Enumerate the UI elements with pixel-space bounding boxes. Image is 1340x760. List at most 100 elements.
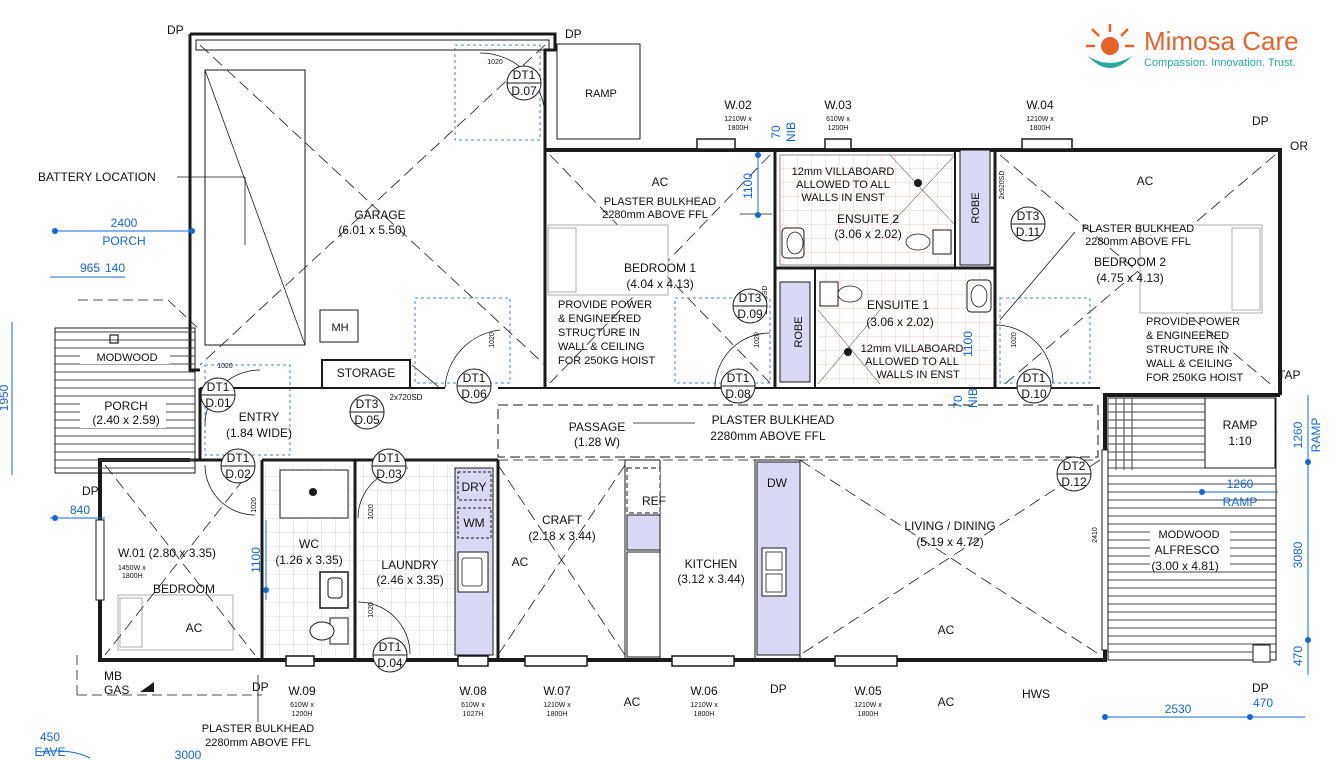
logo-mark-icon (1086, 24, 1134, 68)
dim-965: 965 (80, 261, 100, 275)
gas-label: GAS (104, 683, 129, 697)
external-labels: BATTERY LOCATION DP DP DP OR TAP DP DP D… (38, 23, 1308, 759)
ac-ext-2: AC (938, 695, 955, 709)
dim-140: 140 (105, 261, 125, 275)
bedroom1-note-5: FOR 250KG HOIST (558, 355, 655, 367)
ensuite2-note-3: WALLS IN ENST (801, 192, 885, 204)
d03-ref: D.03 (376, 467, 402, 481)
d06-ref: D.06 (461, 387, 487, 401)
bedroom2-bulkhead-1: PLASTER BULKHEAD (1082, 223, 1195, 235)
dim-70-bottom: 70 (951, 395, 965, 409)
nib-top: NIB (784, 122, 798, 142)
garage-ramp-label: RAMP (585, 88, 617, 100)
d06-swing: 1020 (489, 332, 496, 348)
bedroom2-ac: AC (1137, 174, 1154, 188)
door-tags: DT1 D.07 DT1 D.01 DT1 D.02 DT3 D.05 DT1 … (200, 65, 1092, 673)
robe2-label: ROBE (970, 192, 982, 223)
bedroom2-note-3: STRUCTURE IN (1146, 344, 1228, 356)
garage-size: (6.01 x 5.50) (338, 223, 405, 237)
robe1-label: ROBE (793, 316, 805, 347)
garage: GARAGE (6.01 x 5.50) MH RAMP 1020 (188, 32, 641, 372)
d09-tag: DT3 (739, 291, 762, 305)
dim-1100-wc: 1100 (249, 547, 263, 573)
wc-size: (1.26 x 3.35) (275, 553, 342, 567)
porch-name: PORCH (104, 399, 147, 413)
ensuite1-note-1: 12mm VILLABOARD (861, 343, 964, 355)
w01-size-2: 1800H (122, 573, 143, 580)
dim-2400: 2400 (111, 216, 138, 230)
mimosa-care-logo: Mimosa Care Compassion. Innovation. Trus… (1080, 22, 1330, 82)
d11-tag: DT3 (1017, 209, 1040, 223)
dp-label-1: DP (167, 23, 184, 37)
kitchen-size: (3.12 x 3.44) (677, 572, 744, 586)
d02-swing: 1020 (251, 497, 258, 513)
d07-swing: 1020 (487, 59, 503, 66)
d12-ref: D.12 (1061, 475, 1087, 489)
d10-ref: D.10 (1021, 387, 1047, 401)
d08-tag: DT1 (727, 371, 750, 385)
alfresco-size: (3.00 x 4.81) (1151, 559, 1218, 573)
d11-ref: D.11 (1016, 225, 1041, 239)
wc-laundry: WC (1.26 x 3.35) LAUNDRY (2.46 x 3.35) D… (265, 465, 529, 657)
bedroom1-bulkhead-2: 2280mm ABOVE FFL (602, 209, 708, 221)
mb-label: MB (104, 669, 122, 683)
d09-ref: D.09 (737, 307, 763, 321)
bedroom2-bulkhead-2: 2280mm ABOVE FFL (1085, 236, 1191, 248)
eave-label: EAVE (34, 745, 65, 759)
dry-label: DRY (461, 480, 486, 494)
ensuite1-note-2: ALLOWED TO ALL (865, 356, 959, 368)
door-tag-d10: DT1 D.10 (1016, 368, 1052, 404)
bedroom1-name: BEDROOM 1 (624, 261, 696, 275)
w06-id: W.06 (690, 684, 718, 698)
living-name: LIVING / DINING (904, 519, 995, 533)
alfresco-material: MODWOOD (1158, 529, 1219, 541)
storage-name: STORAGE (337, 366, 395, 380)
bedroom1-ac: AC (652, 175, 669, 189)
dim-porch-label: PORCH (102, 234, 145, 248)
w09-id: W.09 (288, 684, 316, 698)
w02-id: W.02 (724, 98, 752, 112)
passage-bulkhead-1: PLASTER BULKHEAD (712, 413, 835, 427)
dim-1100-bed1: 1100 (741, 173, 755, 199)
w02-size-1: 1210W x (724, 116, 752, 123)
door-tag-d07: DT1 D.07 (506, 65, 542, 101)
entry-name: ENTRY (239, 410, 279, 424)
porch-material: MODWOOD (96, 352, 157, 364)
door-tag-d03: DT1 D.03 (371, 448, 407, 484)
storage: STORAGE 2x720SD (321, 359, 441, 402)
bedroom2-note-2: & ENGINEERED (1146, 330, 1229, 342)
dim-470-bottom: 470 (1253, 696, 1273, 710)
craft-size: (2.18 x 3.44) (528, 529, 595, 543)
bedroom2-name: BEDROOM 2 (1094, 255, 1166, 269)
bedroom-small-ac: AC (186, 621, 203, 635)
d03-swing: 1020 (368, 504, 375, 520)
ensuite1-note-3: WALLS IN ENST (876, 369, 960, 381)
dimensions: 2400 PORCH 965 140 1950 840 1100 1100 70… (0, 122, 1323, 760)
w07-id: W.07 (543, 684, 571, 698)
dp-label-5: DP (252, 680, 269, 694)
ensuites: ENSUITE 2 (3.06 x 2.02) 12mm VILLABOARD … (779, 154, 992, 385)
w04-size-2: 1800H (1030, 125, 1051, 132)
storage-sd: 2x720SD (390, 393, 423, 402)
d01-swing: 1020 (217, 363, 233, 370)
or-label: OR (1290, 139, 1308, 153)
nib-bottom: NIB (966, 388, 980, 408)
dp-label-2: DP (565, 27, 582, 41)
dp-label-4: DP (82, 484, 99, 498)
garage-name: GARAGE (354, 208, 405, 222)
bedroom-2: BEDROOM 2 (4.75 x 4.13) PROVIDE POWER & … (994, 154, 1276, 389)
alfresco-door-dim: 2410 (1092, 527, 1099, 543)
door-tag-d11: DT3 D.11 (1010, 206, 1046, 242)
hws-label: HWS (1022, 687, 1050, 701)
d02-ref: D.02 (225, 467, 251, 481)
bedroom1-bulkhead-1: PLASTER BULKHEAD (604, 196, 717, 208)
d03-tag: DT1 (378, 451, 401, 465)
kitchen-name: KITCHEN (685, 557, 738, 571)
logo-brand: Mimosa Care (1144, 26, 1299, 56)
d04-tag: DT1 (379, 640, 402, 654)
bedroom2-note-4: WALL & CEILING (1146, 358, 1233, 370)
w05-id: W.05 (854, 684, 882, 698)
d02-tag: DT1 (227, 451, 250, 465)
d04-ref: D.04 (377, 656, 403, 670)
ref-label: REF (642, 494, 666, 508)
